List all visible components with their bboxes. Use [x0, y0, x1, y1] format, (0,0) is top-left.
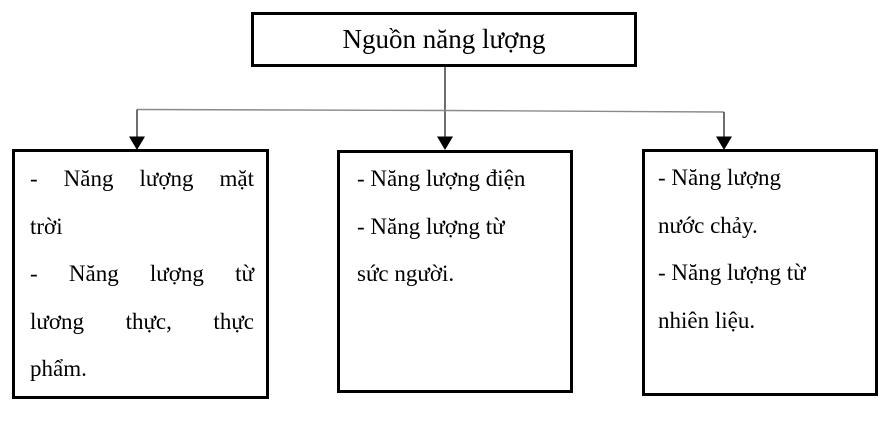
text-line: nhiên liệu. [658, 307, 756, 333]
child-box-solar-food: - Năng lượng mặt trời - Năng lượng từ lư… [12, 149, 269, 399]
text-line: sức người. [357, 261, 455, 286]
branch-connector-line [136, 108, 725, 113]
text-line: - Năng lượng từ [357, 213, 505, 239]
text-line: - Năng lượng [658, 165, 781, 190]
text-line: - Năng lượng điện [357, 166, 526, 191]
text-line: - Năng lượng từ [30, 261, 254, 286]
text-line: - Năng lượng từ [658, 260, 806, 285]
root-box-label: Nguồn năng lượng [342, 24, 546, 54]
root-box: Nguồn năng lượng [251, 12, 637, 67]
text-line: trời [30, 213, 63, 239]
text-line: nước chảy. [658, 212, 758, 238]
arrowhead-down-icon [437, 136, 453, 150]
text-line: lương thực, thực [30, 308, 254, 334]
child-box-electric-human: - Năng lượng điện - Năng lượng từ sức ng… [337, 150, 573, 393]
text-line: - Năng lượng mặt [30, 166, 254, 191]
arrowhead-down-icon [716, 136, 732, 150]
text-line: phẩm. [30, 356, 87, 381]
child-box-water-fuel: - Năng lượng nước chảy. - Năng lượng từ … [642, 149, 878, 396]
arrowhead-down-icon [129, 136, 145, 150]
